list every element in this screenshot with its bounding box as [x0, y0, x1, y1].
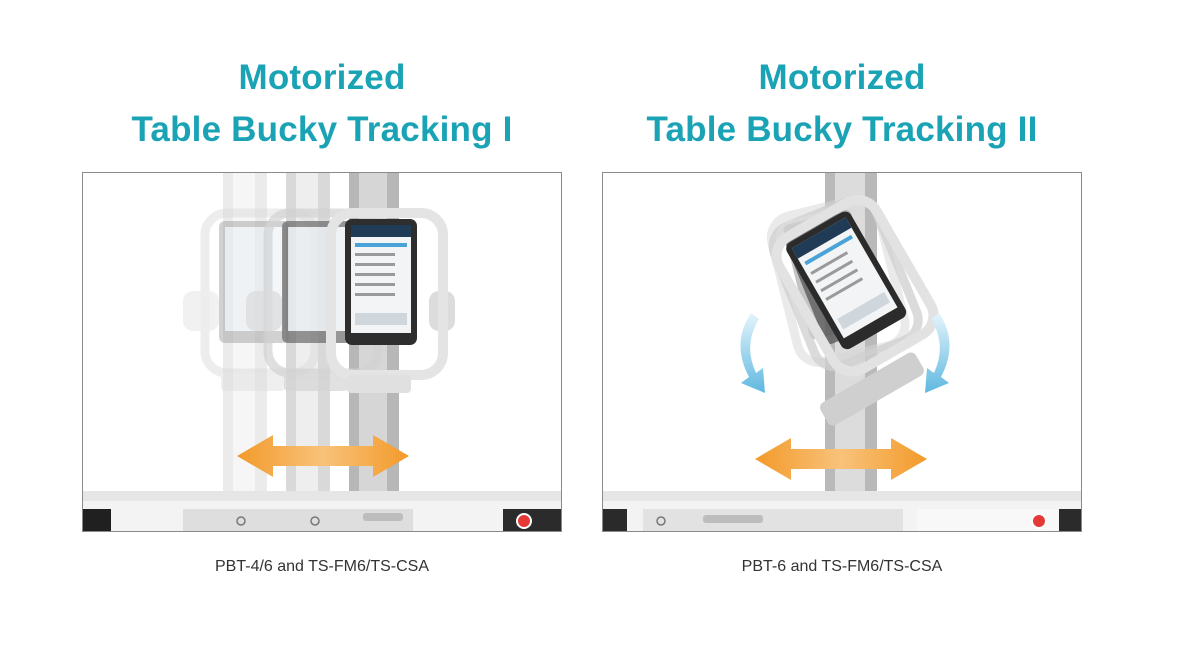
linear-tracking-illustration	[82, 172, 562, 532]
title-line-1: Motorized	[758, 58, 926, 97]
panel-title: Motorized Table Bucky Tracking II	[602, 52, 1082, 156]
rotate-arrow-right-icon	[925, 313, 950, 393]
panel-title: Motorized Table Bucky Tracking I	[82, 52, 562, 156]
double-arrow-horizontal-icon	[755, 438, 927, 480]
rotate-arrow-left-icon	[740, 313, 765, 393]
title-line-2: Table Bucky Tracking I	[131, 110, 513, 149]
double-arrow-horizontal-icon	[237, 435, 409, 477]
panel-caption: PBT-4/6 and TS-FM6/TS-CSA	[215, 558, 429, 575]
title-line-1: Motorized	[238, 58, 406, 97]
panel-caption: PBT-6 and TS-FM6/TS-CSA	[741, 558, 943, 575]
title-line-2: Table Bucky Tracking II	[646, 110, 1038, 149]
rotational-tracking-illustration	[602, 172, 1082, 532]
